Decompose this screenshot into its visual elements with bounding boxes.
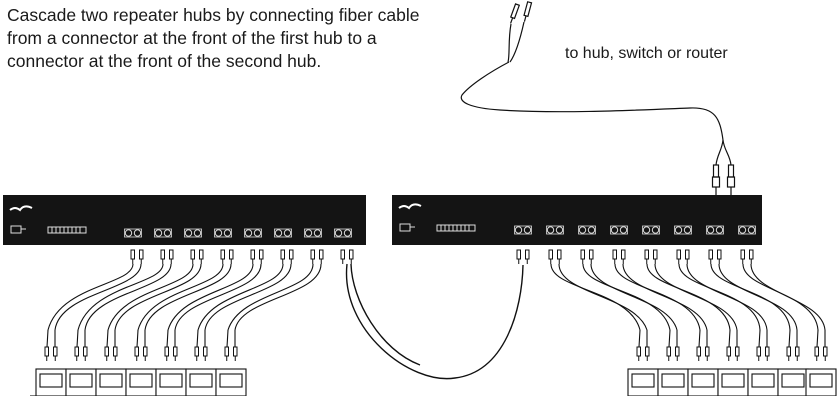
device: [657, 368, 689, 396]
device: [185, 368, 217, 396]
caption-text: Cascade two repeater hubs by connecting …: [7, 5, 420, 71]
second-hub-cables: [550, 263, 826, 331]
device: [125, 368, 157, 396]
device: [30, 368, 67, 396]
first-hub-plugs: [130, 249, 354, 265]
second-hub-devices: [627, 368, 837, 396]
device: [95, 368, 127, 396]
first-hub: [3, 195, 366, 245]
second-hub-device-plugs: [636, 346, 828, 362]
first-hub-devices: [30, 368, 247, 396]
device: [65, 368, 97, 396]
device: [717, 368, 749, 396]
device: [777, 368, 809, 396]
second-hub: [392, 195, 762, 245]
second-hub-plugs: [516, 249, 754, 265]
cascade-fiber-cable: [345, 263, 524, 380]
device: [627, 368, 659, 396]
first-hub-cables: [47, 263, 322, 331]
device: [805, 368, 837, 396]
device: [215, 368, 247, 396]
device: [155, 368, 187, 396]
first-hub-device-plugs: [44, 346, 238, 362]
uplink-cable: [460, 1, 736, 195]
device: [747, 368, 779, 396]
uplink-label: to hub, switch or router: [565, 45, 728, 62]
device: [687, 368, 719, 396]
